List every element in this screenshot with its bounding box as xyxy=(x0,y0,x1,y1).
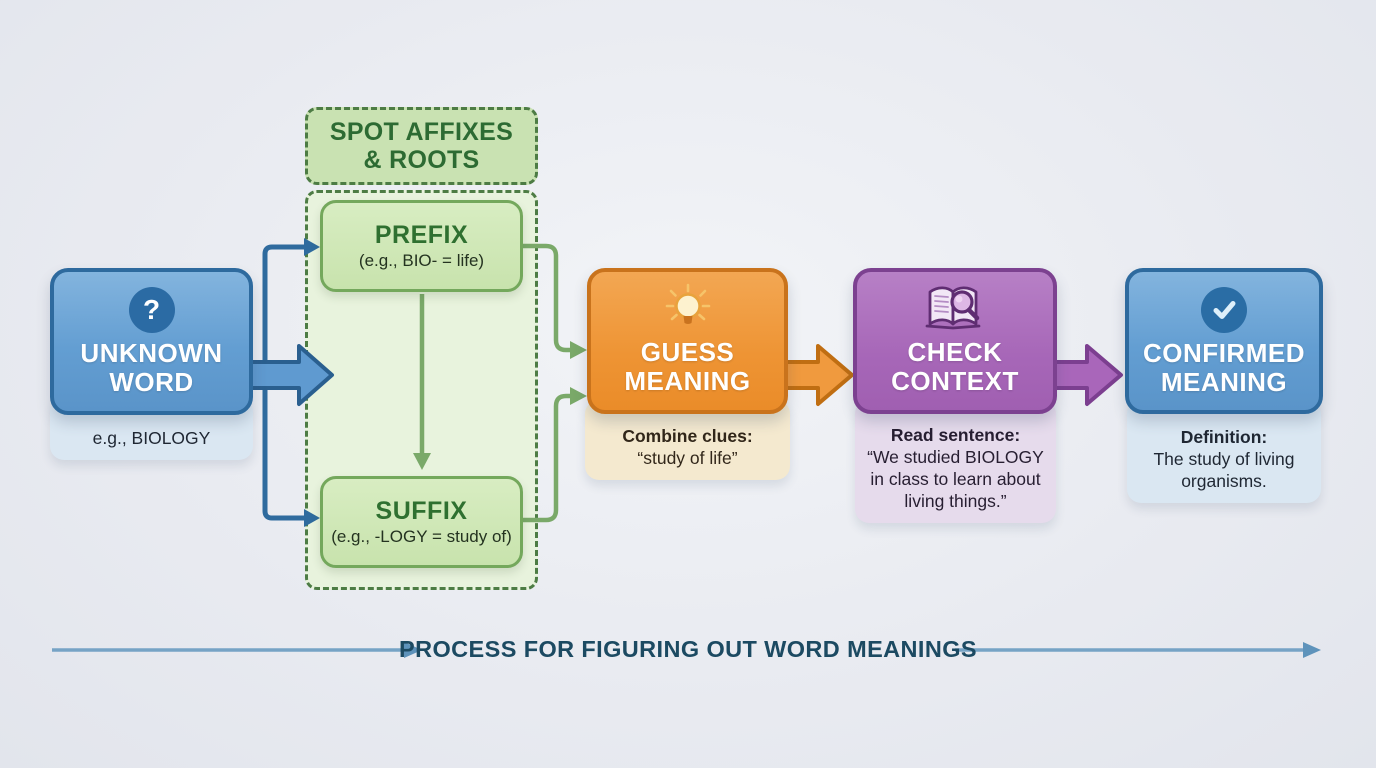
guess-note-text: “study of life” xyxy=(637,448,738,468)
arrow-context-to-confirmed xyxy=(1053,344,1123,406)
confirmed-meaning-node: CONFIRMED MEANING xyxy=(1125,268,1323,414)
confirmed-note-line2: organisms. xyxy=(1181,471,1267,491)
unknown-word-node: ? UNKNOWN WORD xyxy=(50,268,253,415)
checkmark-icon xyxy=(1201,287,1247,333)
guess-meaning-title: GUESS MEANING xyxy=(624,338,750,396)
context-note-line1: “We studied BIOLOGY xyxy=(867,447,1044,467)
affix-header-line2: & ROOTS xyxy=(363,146,480,174)
suffix-subtitle: (e.g., -LOGY = study of) xyxy=(331,526,512,546)
context-title-line2: CONTEXT xyxy=(891,366,1019,396)
check-context-node: CHECK CONTEXT xyxy=(853,268,1057,414)
confirmed-note-line1: The study of living xyxy=(1153,449,1295,469)
confirmed-title-line2: MEANING xyxy=(1160,367,1288,397)
context-note-line3: living things.” xyxy=(904,491,1007,511)
affix-group-header: SPOT AFFIXES & ROOTS xyxy=(305,107,538,185)
context-note-line2: in class to learn about xyxy=(870,469,1041,489)
footer-process-label: PROCESS FOR FIGURING OUT WORD MEANINGS xyxy=(399,636,977,662)
footer-arrowhead-right xyxy=(1303,642,1321,658)
guess-title-line2: MEANING xyxy=(624,366,751,396)
guess-meaning-node: GUESS MEANING xyxy=(587,268,788,414)
question-icon: ? xyxy=(128,287,175,333)
guess-note-label: Combine clues: xyxy=(622,426,753,446)
arrowhead-prefix-to-guess xyxy=(570,341,587,359)
arrow-unknown-to-suffix xyxy=(262,375,309,521)
confirmed-note-panel: Definition: The study of living organism… xyxy=(1127,400,1321,503)
unknown-title-line2: WORD xyxy=(109,367,194,397)
unknown-example-text: e.g., BIOLOGY xyxy=(92,428,211,448)
arrowhead-suffix-to-guess xyxy=(570,387,587,405)
arrow-unknown-to-prefix xyxy=(262,244,309,375)
context-title-line1: CHECK xyxy=(907,337,1003,367)
unknown-word-title: UNKNOWN WORD xyxy=(80,339,222,397)
lightbulb-icon xyxy=(665,283,710,324)
prefix-subtitle: (e.g., BIO- = life) xyxy=(358,250,485,270)
guess-title-line1: GUESS xyxy=(640,337,735,367)
confirmed-meaning-title: CONFIRMED MEANING xyxy=(1143,339,1305,397)
context-note-label: Read sentence: xyxy=(890,425,1021,445)
confirmed-note-label: Definition: xyxy=(1180,427,1268,447)
check-context-title: CHECK CONTEXT xyxy=(891,338,1019,396)
affix-header-line1: SPOT AFFIXES xyxy=(329,118,514,146)
arrow-guess-to-context xyxy=(784,344,854,406)
unknown-title-line1: UNKNOWN xyxy=(80,338,223,368)
confirmed-title-line1: CONFIRMED xyxy=(1143,338,1305,368)
context-note-panel: Read sentence: “We studied BIOLOGY in cl… xyxy=(855,400,1056,523)
suffix-node: SUFFIX (e.g., -LOGY = study of) xyxy=(320,476,523,568)
suffix-title: SUFFIX xyxy=(375,496,468,525)
prefix-node: PREFIX (e.g., BIO- = life) xyxy=(320,200,523,292)
question-glyph: ? xyxy=(142,294,161,325)
prefix-title: PREFIX xyxy=(374,220,469,249)
book-magnifier-icon xyxy=(925,286,981,330)
